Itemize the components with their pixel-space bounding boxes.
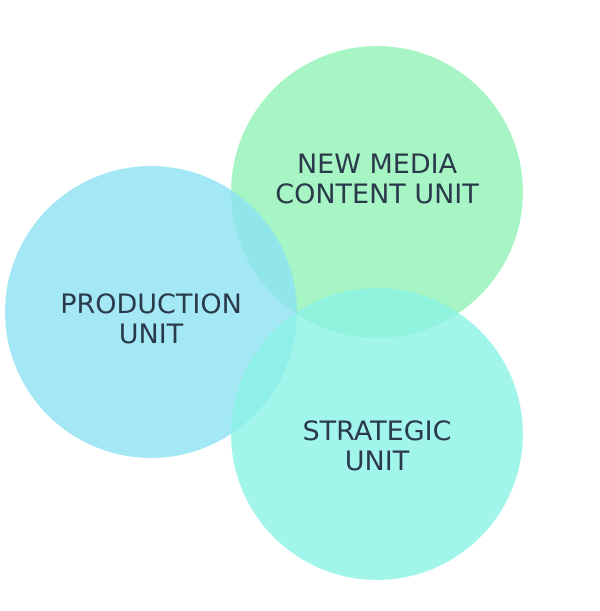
venn-circle-production <box>5 166 297 458</box>
venn-label-line: PRODUCTION <box>60 289 242 320</box>
venn-circle-strategic <box>231 288 523 580</box>
venn-label-line: NEW MEDIA <box>297 149 458 180</box>
venn-label-line: UNIT <box>119 319 184 350</box>
venn-label-line: UNIT <box>345 446 410 477</box>
circles-layer <box>5 46 523 580</box>
venn-label-line: STRATEGIC <box>303 416 452 447</box>
venn-label-line: CONTENT UNIT <box>275 179 479 210</box>
venn-circle-new-media <box>231 46 523 338</box>
